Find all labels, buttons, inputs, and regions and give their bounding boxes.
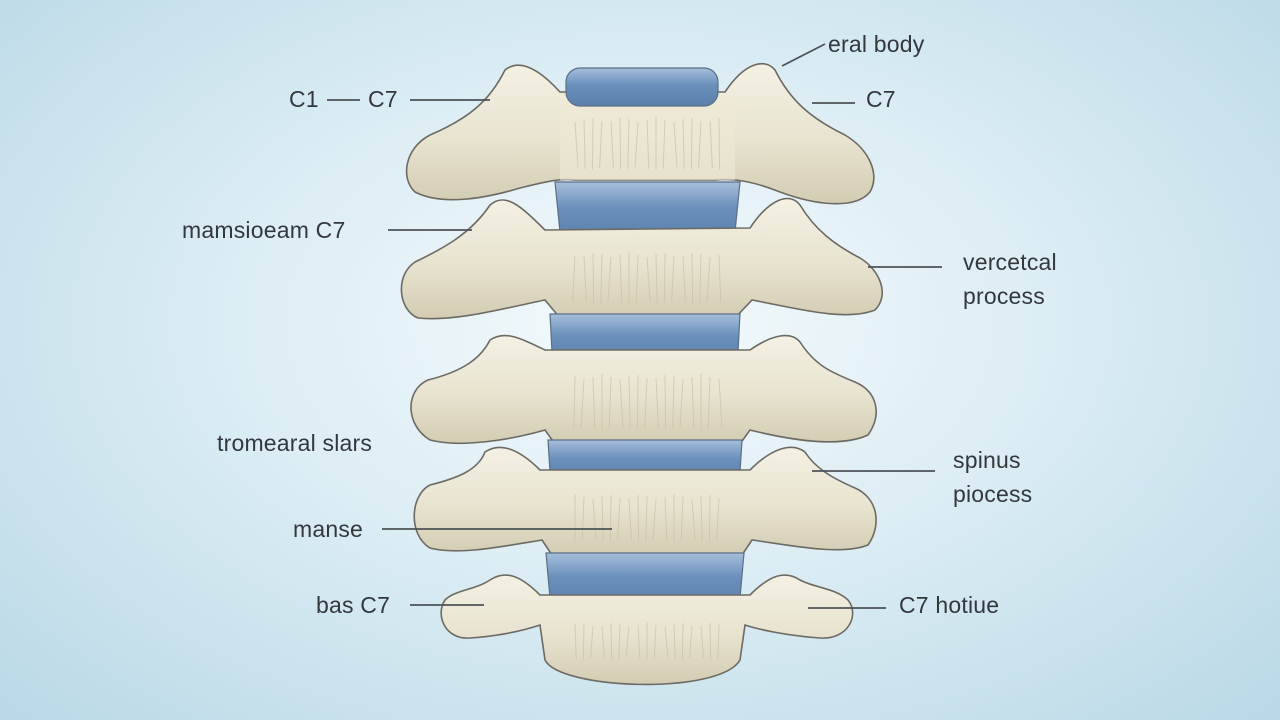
label-spinous-process-line1: spinus — [953, 447, 1021, 473]
bone-texture-2 — [572, 252, 722, 304]
leader-body — [781, 43, 826, 67]
label-mid-left-upper: mamsioeam C7 — [182, 217, 346, 243]
bone-texture-1 — [574, 117, 721, 170]
label-vertical-process: vercetcal process — [963, 245, 1057, 313]
label-manse: manse — [293, 516, 364, 542]
label-spinous-process-line2: piocess — [953, 481, 1033, 507]
label-vertical-process-line1: vercetcal — [963, 249, 1057, 275]
bone-texture-3 — [573, 374, 723, 430]
label-c7-bottom-right: C7 hotiue — [899, 592, 1000, 618]
label-mid-left-lower: tromeаral slars — [217, 430, 373, 456]
disc-top-cap — [565, 67, 719, 107]
label-vertical-process-line2: process — [963, 283, 1045, 309]
vertebra-3 — [410, 334, 877, 445]
leader-lines — [327, 43, 942, 609]
label-vertebral-body: eral body — [828, 31, 925, 57]
label-spinous-process: spinus piocess — [953, 443, 1032, 511]
label-bas-c7: bas C7 — [316, 592, 391, 618]
label-c7-top-right: C7 — [866, 86, 896, 112]
bone-texture-5 — [574, 622, 720, 660]
label-c1: C1 — [289, 86, 319, 112]
bone-texture-4 — [574, 494, 720, 542]
label-c7-top-left: C7 — [368, 86, 398, 112]
